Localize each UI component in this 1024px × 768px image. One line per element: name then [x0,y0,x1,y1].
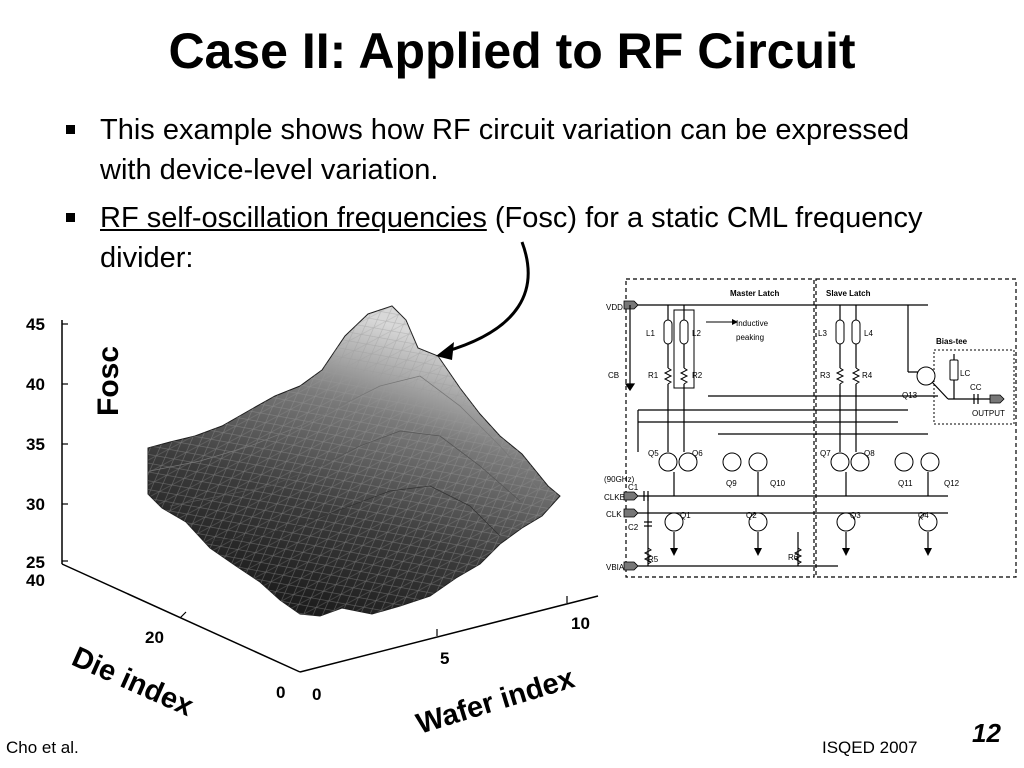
z-axis-label: Fosc [92,346,125,416]
q13-label: Q13 [902,391,918,400]
bullet-item: RF self-oscillation frequencies (Fosc) f… [62,198,940,278]
y-axis-label: Wafer index [413,662,579,740]
c1-label: C1 [628,483,639,492]
r2-label: R2 [692,371,703,380]
r4-label: R4 [862,371,873,380]
c2-label: C2 [628,523,639,532]
y-tick-label: 5 [440,649,449,668]
pin-vdd: VDD [606,303,623,312]
pin-clk: CLK [606,510,622,519]
master-latch-box [625,278,815,578]
pin-clkb: CLKB [604,493,625,502]
footer-venue: ISQED 2007 [822,738,918,757]
x-tick-label: 20 [145,628,164,647]
bias-tee-label: Bias-tee [936,337,968,346]
footer-author: Cho et al. [6,738,79,757]
bullet-text: (Fosc) for a static CML frequency divide… [100,202,923,274]
q8-label: Q8 [864,449,875,458]
inductive-peaking-label: peaking [736,333,764,342]
z-tick-label: 35 [26,435,45,454]
slide-title: Case II: Applied to RF Circuit [168,23,856,79]
pin-freq: (90GHz) [604,475,635,484]
circuit-diagram: Master Latch Slave Latch Bias-tee Induct… [604,272,1020,594]
bullet-underlined-text: RF self-oscillation frequencies [100,202,487,234]
q2-label: Q2 [746,511,757,520]
q9-label: Q9 [726,479,737,488]
q12-label: Q12 [944,479,960,488]
l2-label: L2 [692,329,701,338]
cc-label: CC [970,383,982,392]
r5-label: R5 [648,555,659,564]
z-tick-label: 45 [26,315,45,334]
l1-label: L1 [646,329,655,338]
y-axis-line [299,595,599,673]
bullet-square-icon [66,213,75,222]
l3-label: L3 [818,329,827,338]
q6-label: Q6 [692,449,703,458]
bullet-text: This example shows how RF circuit variat… [100,114,910,186]
pointer-arrow [436,241,530,360]
inductive-peaking-label: Inductive [736,319,769,328]
l4-label: L4 [864,329,873,338]
q3-label: Q3 [850,511,861,520]
x-axis-label: Die index [67,641,198,723]
z-ticks [62,323,568,636]
z-tick-label: 40 [26,375,45,394]
y-tick-label: 0 [312,685,321,704]
x-tick-label: 0 [276,683,285,702]
surface-plot: 45 40 35 30 25 40 20 0 0 5 10 Fosc Die i… [26,305,599,741]
q4-label: Q4 [918,511,929,520]
pin-output: OUTPUT [972,409,1005,418]
lc-label: LC [960,369,970,378]
bullet-list: This example shows how RF circuit variat… [62,110,962,286]
master-latch-label: Master Latch [730,289,779,298]
bias-tee-box [933,349,1015,425]
q7-label: Q7 [820,449,831,458]
q10-label: Q10 [770,479,786,488]
surface-mesh [147,305,561,617]
bullet-item: This example shows how RF circuit variat… [62,110,962,190]
x-axis-line [61,563,301,673]
q1-label: Q1 [680,511,691,520]
r6-label: R6 [788,553,799,562]
z-tick-label: 30 [26,495,45,514]
y-tick-label: 10 [571,614,590,633]
slave-latch-box [815,278,1017,578]
z-tick-label: 25 [26,553,45,572]
q11-label: Q11 [898,479,913,488]
q5-label: Q5 [648,449,659,458]
x-tick-label: 40 [26,571,45,590]
bullet-square-icon [66,125,75,134]
pin-vbias: VBIAS [606,563,630,572]
r1-label: R1 [648,371,659,380]
page-number: 12 [972,718,1001,748]
slave-latch-label: Slave Latch [826,289,871,298]
pin-cb: CB [608,371,619,380]
r3-label: R3 [820,371,831,380]
arrowhead-icon [436,342,454,360]
